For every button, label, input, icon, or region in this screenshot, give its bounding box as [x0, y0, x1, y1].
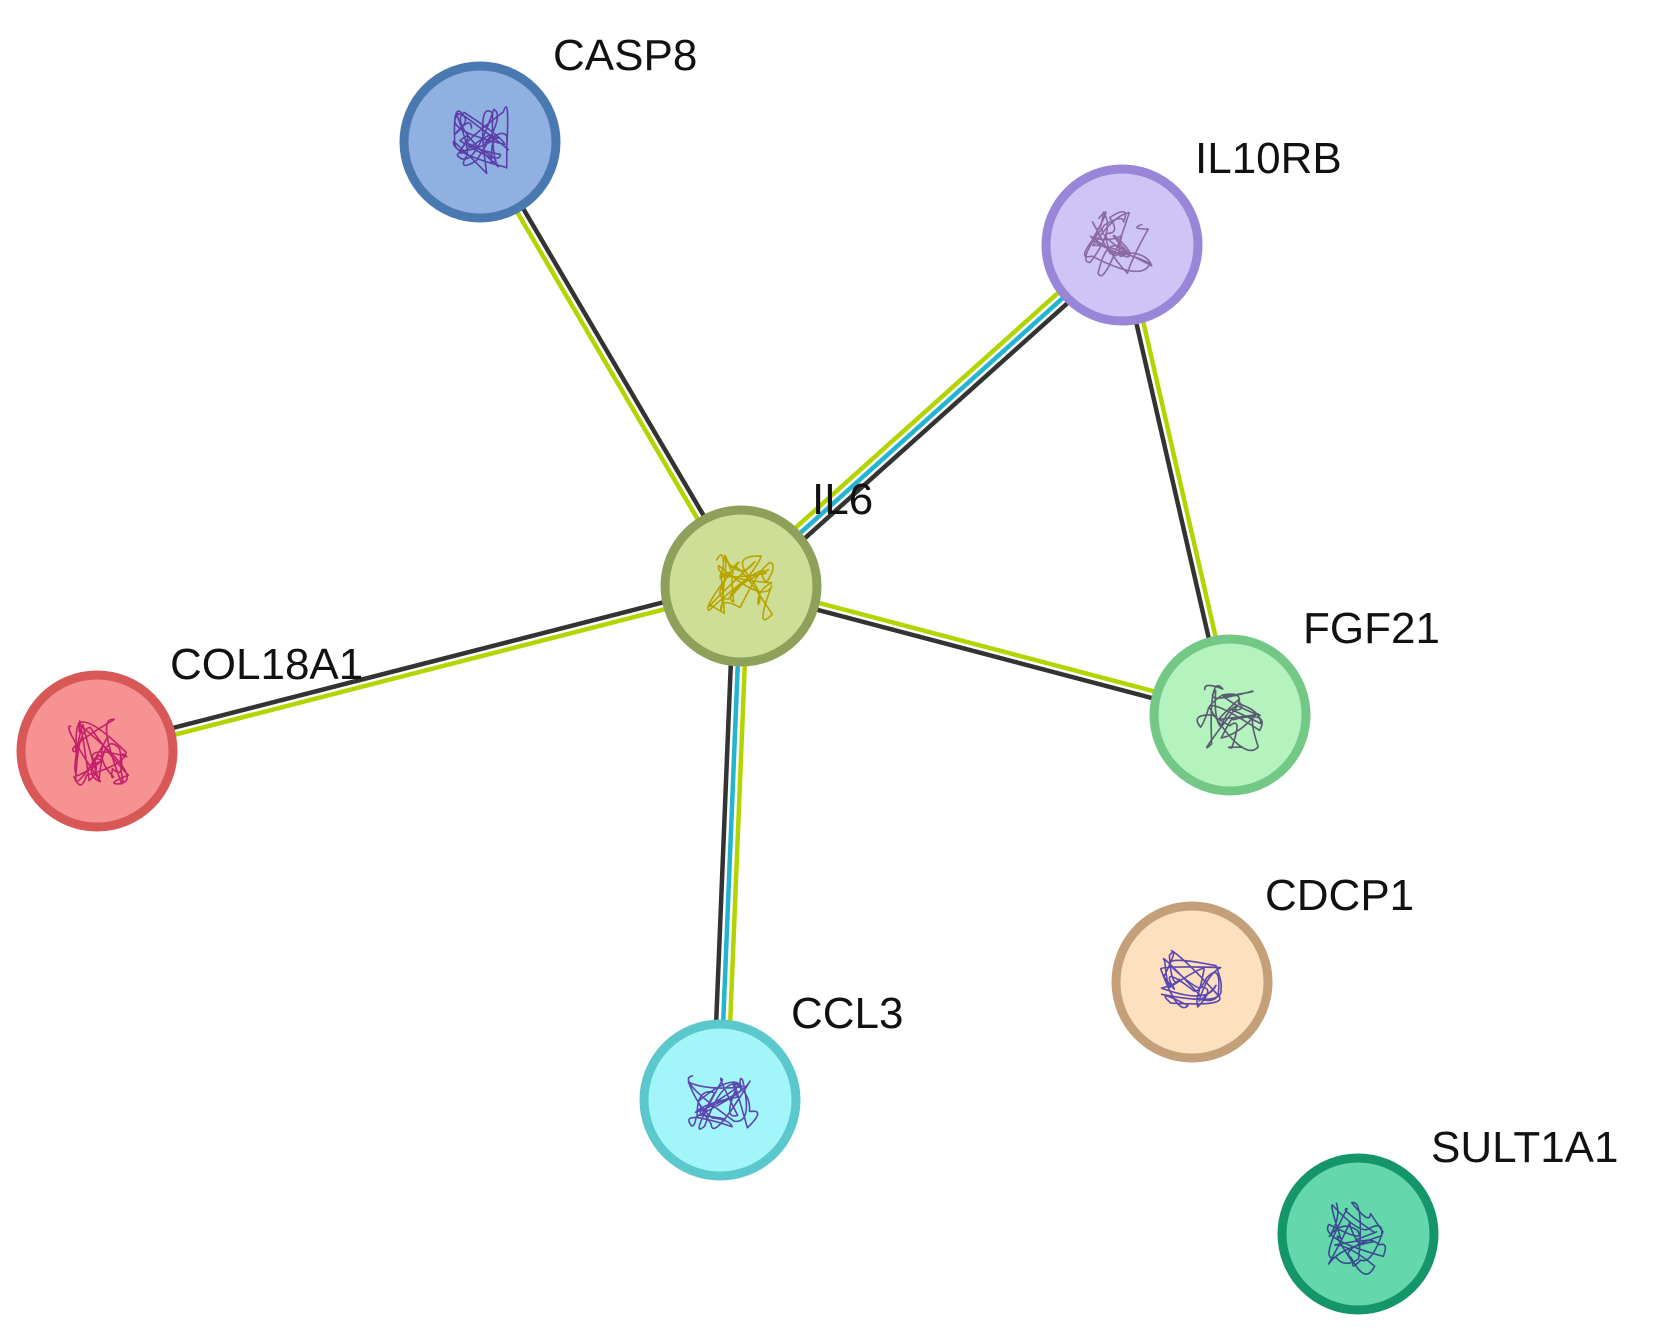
edge-il6-fgf21[interactable] [739, 580, 1232, 721]
protein-structure-icon [707, 554, 774, 621]
node-ccl3[interactable]: CCL3 [639, 989, 904, 1181]
node-circle-sult1a1 [1277, 1153, 1439, 1315]
edge-il6-casp8[interactable] [475, 139, 746, 589]
edge-line-textmining [475, 142, 740, 589]
edge-line-coexpression [744, 248, 1129, 593]
node-label-casp8: CASP8 [553, 31, 697, 80]
edge-il6-ccl3[interactable] [710, 585, 751, 1101]
protein-structure-icon [1196, 684, 1263, 752]
edge-line-textmining [741, 580, 1232, 714]
protein-structure-icon [1326, 1201, 1387, 1275]
protein-structure-icon [1083, 210, 1153, 277]
node-label-fgf21: FGF21 [1303, 604, 1440, 653]
protein-structure-icon [452, 106, 509, 175]
node-circle-cdcp1 [1111, 901, 1273, 1063]
node-circle-col18a1 [16, 670, 178, 832]
edge-line-coexpression [739, 587, 1230, 721]
node-label-ccl3: CCL3 [791, 989, 904, 1038]
edge-il6-col18a1[interactable] [95, 580, 743, 757]
protein-structure-icon [68, 718, 130, 786]
edge-line-coexpression [95, 580, 741, 750]
node-label-il10rb: IL10RB [1195, 134, 1342, 183]
node-sult1a1[interactable]: SULT1A1 [1277, 1123, 1619, 1315]
edge-line-textmining [724, 586, 751, 1101]
node-col18a1[interactable]: COL18A1 [16, 640, 363, 832]
edge-line-coexpression [710, 585, 737, 1100]
node-label-il6: IL6 [812, 475, 873, 524]
node-casp8[interactable]: CASP8 [399, 31, 697, 223]
node-cdcp1[interactable]: CDCP1 [1111, 871, 1414, 1063]
node-il10rb[interactable]: IL10RB [1041, 134, 1342, 326]
node-label-sult1a1: SULT1A1 [1431, 1123, 1619, 1172]
node-fgf21[interactable]: FGF21 [1149, 604, 1440, 796]
edge-line-coexpression [481, 139, 746, 586]
edge-il6-il10rb[interactable] [734, 238, 1129, 593]
protein-structure-icon [687, 1075, 759, 1130]
node-label-col18a1: COL18A1 [170, 640, 363, 689]
edge-line-curated-database [739, 243, 1124, 588]
edge-line-textmining [734, 238, 1119, 583]
edge-line-curated-database [717, 585, 744, 1101]
node-il6[interactable]: IL6 [660, 475, 873, 667]
protein-structure-icon [1159, 949, 1223, 1009]
node-label-cdcp1: CDCP1 [1265, 871, 1414, 920]
edge-line-textmining [97, 587, 743, 757]
